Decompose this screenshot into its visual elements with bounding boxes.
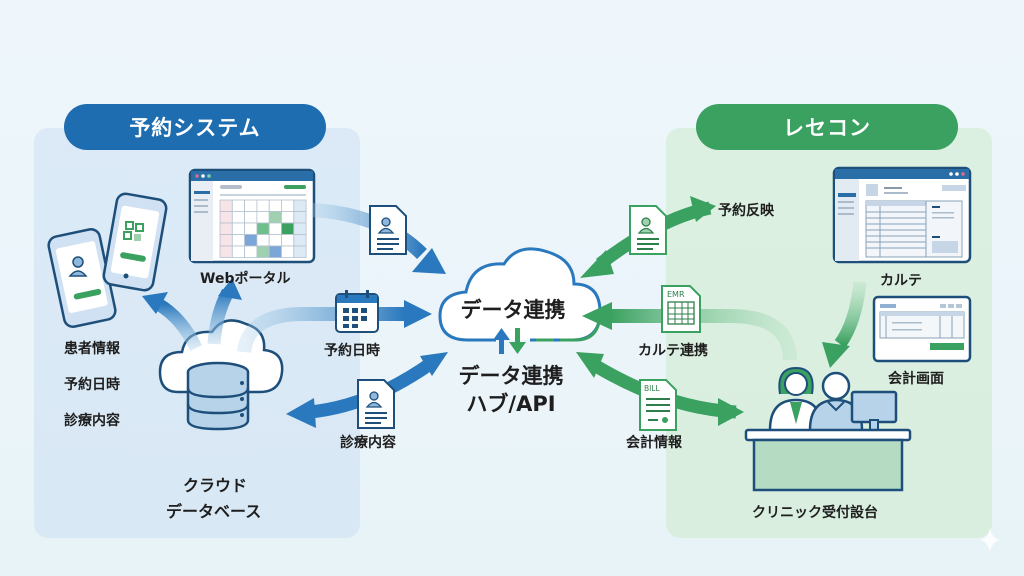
flow-label-reservation-datetime: 予約日時 xyxy=(324,343,380,359)
sparkle-icon xyxy=(980,528,1000,552)
calendar-cell xyxy=(256,222,270,235)
calendar-cell xyxy=(219,222,233,235)
bidirectional-sync-arrows-icon xyxy=(493,328,526,354)
chart-label: カルテ xyxy=(880,273,922,289)
reception-staff-icon xyxy=(768,366,824,431)
flow-label-chart-link: カルテ連携 xyxy=(638,343,708,359)
data-item-patient-info: 患者情報 xyxy=(64,341,120,357)
calendar-cell xyxy=(231,234,246,247)
web-portal-window-icon xyxy=(188,168,316,264)
calendar-cell xyxy=(244,234,258,247)
calendar-cell xyxy=(293,211,307,224)
reservation-system-title: 予約システム xyxy=(64,104,326,150)
cloud-database-label-2: データベース xyxy=(166,502,262,521)
calendar-cell xyxy=(231,222,246,235)
calendar-cell xyxy=(244,211,258,224)
calendar-cell xyxy=(268,245,282,258)
calendar-cell xyxy=(281,211,295,224)
emr-document-icon: EMR xyxy=(661,285,701,333)
arrow-db-to-portal xyxy=(207,278,242,345)
calendar-cell xyxy=(256,211,270,224)
calendar-cell xyxy=(281,245,295,258)
smartphone-profile-icon xyxy=(47,228,117,328)
patient-document-icon xyxy=(369,205,407,255)
arrow-reception-to-hub-emr xyxy=(582,302,797,361)
flow-label-treatment-details: 診療内容 xyxy=(340,435,396,451)
bill-badge-text: BILL xyxy=(644,384,661,393)
rececon-title: レセコン xyxy=(696,104,958,150)
calendar-cell xyxy=(293,245,307,258)
cloud-database-label-1: クラウド xyxy=(183,476,248,495)
calendar-icon xyxy=(335,290,379,333)
hub-cloud-label: データ連携 xyxy=(460,298,566,322)
arrow-chart-to-reception xyxy=(822,281,867,368)
arrow-db-to-phones xyxy=(142,292,202,351)
reception-desk-icon xyxy=(744,428,912,492)
calendar-cell xyxy=(244,199,258,212)
calendar-cell xyxy=(231,211,246,224)
calendar-cell xyxy=(256,234,270,247)
calendar-cell xyxy=(231,245,246,258)
calendar-cell xyxy=(268,234,282,247)
calendar-cell xyxy=(219,234,233,247)
calendar-cell xyxy=(244,222,258,235)
billing-screen-window-icon xyxy=(872,295,972,363)
receptionist-icon xyxy=(808,371,864,431)
hub-label-line2: ハブ/API xyxy=(466,392,556,416)
calendar-cell xyxy=(231,199,246,212)
calendar-cell xyxy=(293,199,307,212)
calendar-cell xyxy=(281,234,295,247)
arrow-db-to-hub-schedule xyxy=(237,300,432,354)
billing-screen-label: 会計画面 xyxy=(888,371,944,387)
hub-label-line1: データ連携 xyxy=(458,364,564,388)
calendar-cell xyxy=(219,211,233,224)
calendar-cell xyxy=(256,245,270,258)
web-portal-label: Webポータル xyxy=(200,271,291,287)
emr-badge-text: EMR xyxy=(667,290,685,299)
flow-label-billing-info: 会計情報 xyxy=(626,435,682,451)
smartphone-qr-icon xyxy=(102,192,168,292)
reception-desk-label: クリニック受付設台 xyxy=(752,505,878,521)
bill-document-icon: BILL xyxy=(639,379,677,431)
calendar-cell xyxy=(268,211,282,224)
data-item-reservation-datetime: 予約日時 xyxy=(64,377,120,393)
calendar-cell xyxy=(281,199,295,212)
calendar-cell xyxy=(281,222,295,235)
medical-chart-window-icon xyxy=(832,166,972,264)
calendar-cell xyxy=(244,245,258,258)
calendar-cell xyxy=(268,199,282,212)
calendar-cell xyxy=(293,234,307,247)
calendar-cell xyxy=(268,222,282,235)
calendar-cell xyxy=(219,199,233,212)
calendar-cell xyxy=(256,199,270,212)
patient-document-icon xyxy=(357,379,395,429)
flow-label-reservation-reflect: 予約反映 xyxy=(718,203,774,219)
calendar-cell xyxy=(219,245,233,258)
data-item-treatment-details: 診療内容 xyxy=(64,413,120,429)
patient-document-icon xyxy=(629,205,667,255)
calendar-cell xyxy=(293,222,307,235)
